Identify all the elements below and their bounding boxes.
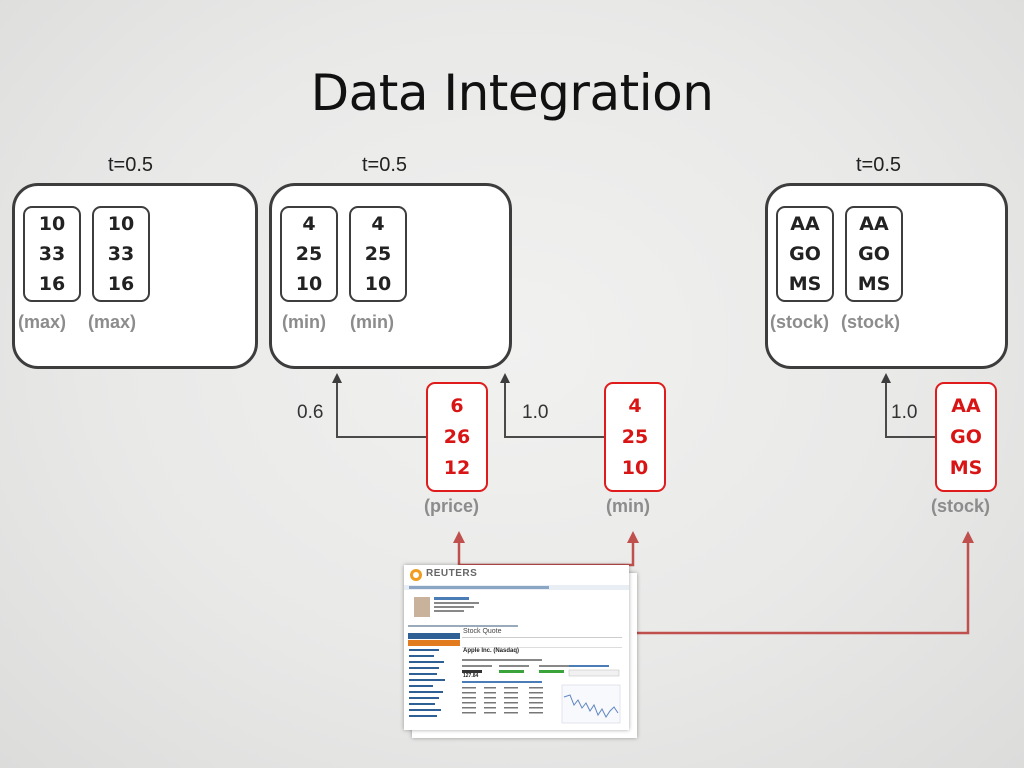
card-label: (min): [282, 312, 326, 332]
red-arrow-min: [459, 531, 639, 567]
threshold-label: t=0.5: [856, 154, 902, 176]
card-label: (max): [88, 312, 137, 332]
red-arrow-stock: [637, 531, 974, 635]
webpage-screenshot: REUTERS Stock Quote Apple Inc. (Nasdaq) …: [404, 565, 629, 730]
card-label: (min): [350, 312, 394, 332]
weight-label: 1.0: [522, 402, 549, 423]
stock-price: 127.84: [463, 673, 479, 679]
card-label: (stock): [841, 312, 901, 332]
source-label: (price): [424, 496, 480, 516]
source-label: (stock): [931, 496, 991, 516]
page-title: Data Integration: [310, 64, 714, 122]
webpage-thumbnail-graphics: [404, 565, 629, 724]
weight-label: 1.0: [891, 402, 918, 423]
company-name: Apple Inc. (Nasdaq): [463, 648, 520, 654]
card-label: (max): [18, 312, 67, 332]
card-label: (stock): [770, 312, 830, 332]
arrow-stock-to-stock: [881, 373, 935, 438]
threshold-label: t=0.5: [108, 154, 154, 176]
reuters-brand: REUTERS: [426, 568, 478, 579]
source-label: (min): [606, 496, 650, 516]
weight-label: 0.6: [297, 402, 324, 423]
arrow-price-to-min: [332, 373, 426, 438]
arrow-min-to-min: [500, 373, 604, 438]
stock-quote-heading: Stock Quote: [463, 628, 502, 635]
threshold-label: t=0.5: [362, 154, 408, 176]
